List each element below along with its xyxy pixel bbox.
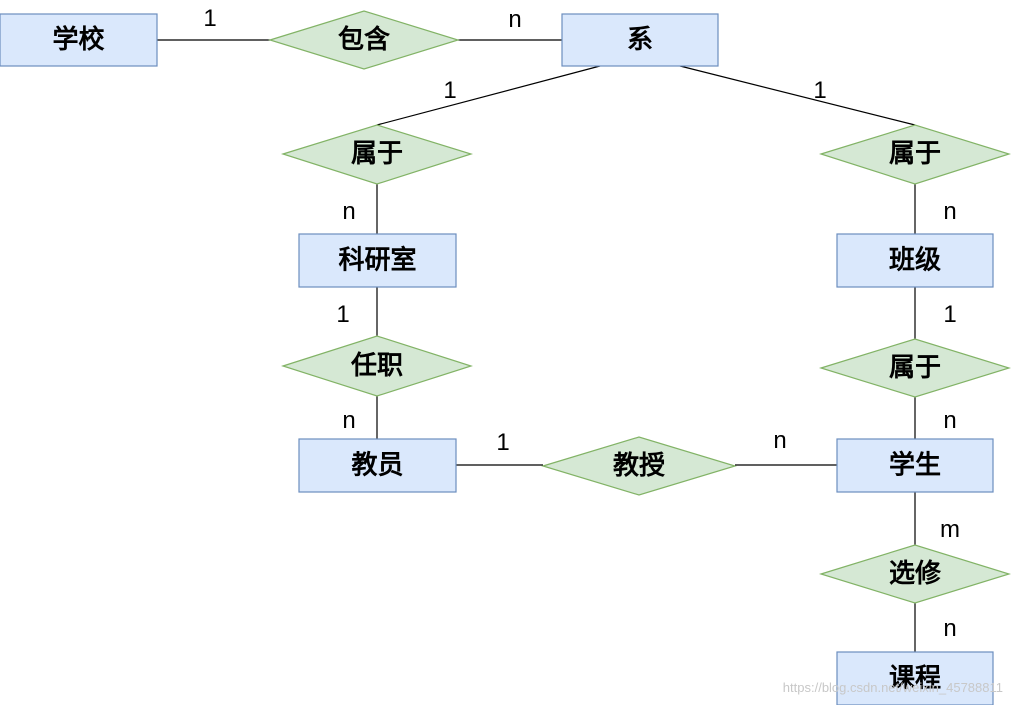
line-department-office-rel bbox=[376, 65, 601, 126]
watermark-text: https://blog.csdn.net/weixin_45788811 bbox=[783, 680, 1003, 695]
cardinality-label: 1 bbox=[943, 301, 956, 328]
entity-school[interactable]: 学校 bbox=[0, 13, 158, 67]
entity-department[interactable]: 系 bbox=[561, 13, 719, 67]
entity-student-label: 学生 bbox=[889, 450, 941, 481]
cardinality-label: n bbox=[342, 407, 355, 434]
relationship-works-in[interactable]: 任职 bbox=[281, 335, 473, 397]
relationship-elective[interactable]: 选修 bbox=[818, 544, 1011, 604]
cardinality-label: n bbox=[342, 198, 355, 225]
relationship-works-in-label: 任职 bbox=[350, 351, 403, 381]
line-department-class-rel bbox=[679, 65, 916, 126]
entity-teacher[interactable]: 教员 bbox=[298, 438, 457, 493]
entity-research-office-label: 科研室 bbox=[338, 245, 416, 276]
entity-research-office[interactable]: 科研室 bbox=[298, 233, 457, 288]
relationship-class-student[interactable]: 属于 bbox=[818, 338, 1011, 398]
cardinality-label: 1 bbox=[443, 77, 456, 104]
relationship-contains-label: 包含 bbox=[338, 24, 391, 55]
entity-school-label: 学校 bbox=[52, 24, 105, 55]
relationship-contains[interactable]: 包含 bbox=[267, 10, 461, 70]
relationship-teaches-label: 教授 bbox=[613, 451, 666, 481]
entity-class-label: 班级 bbox=[889, 245, 941, 276]
relationship-teaches[interactable]: 教授 bbox=[540, 436, 738, 496]
connector-lines bbox=[157, 39, 916, 652]
relationship-dept-class[interactable]: 属于 bbox=[818, 124, 1011, 185]
cardinality-label: n bbox=[773, 427, 786, 454]
cardinality-label: 1 bbox=[496, 429, 509, 456]
relationship-dept-office-label: 属于 bbox=[351, 139, 403, 169]
cardinality-label: 1 bbox=[336, 301, 349, 328]
entity-course-label: 课程 bbox=[889, 664, 941, 694]
entity-student[interactable]: 学生 bbox=[836, 438, 994, 493]
cardinality-label: m bbox=[940, 516, 960, 543]
entity-teacher-label: 教员 bbox=[351, 451, 403, 481]
cardinality-label: 1 bbox=[203, 5, 216, 32]
entity-department-label: 系 bbox=[627, 25, 653, 55]
cardinality-label: n bbox=[508, 6, 521, 33]
relationship-elective-label: 选修 bbox=[889, 558, 942, 589]
relationship-dept-office[interactable]: 属于 bbox=[280, 124, 474, 185]
relationship-class-student-label: 属于 bbox=[889, 353, 941, 383]
cardinality-label: n bbox=[943, 615, 956, 642]
entity-class[interactable]: 班级 bbox=[836, 233, 994, 288]
relationship-dept-class-label: 属于 bbox=[889, 139, 941, 169]
cardinality-label: 1 bbox=[813, 77, 826, 104]
cardinality-label: n bbox=[943, 407, 956, 434]
cardinality-label: n bbox=[943, 198, 956, 225]
entity-course[interactable]: 课程 bbox=[836, 651, 994, 705]
